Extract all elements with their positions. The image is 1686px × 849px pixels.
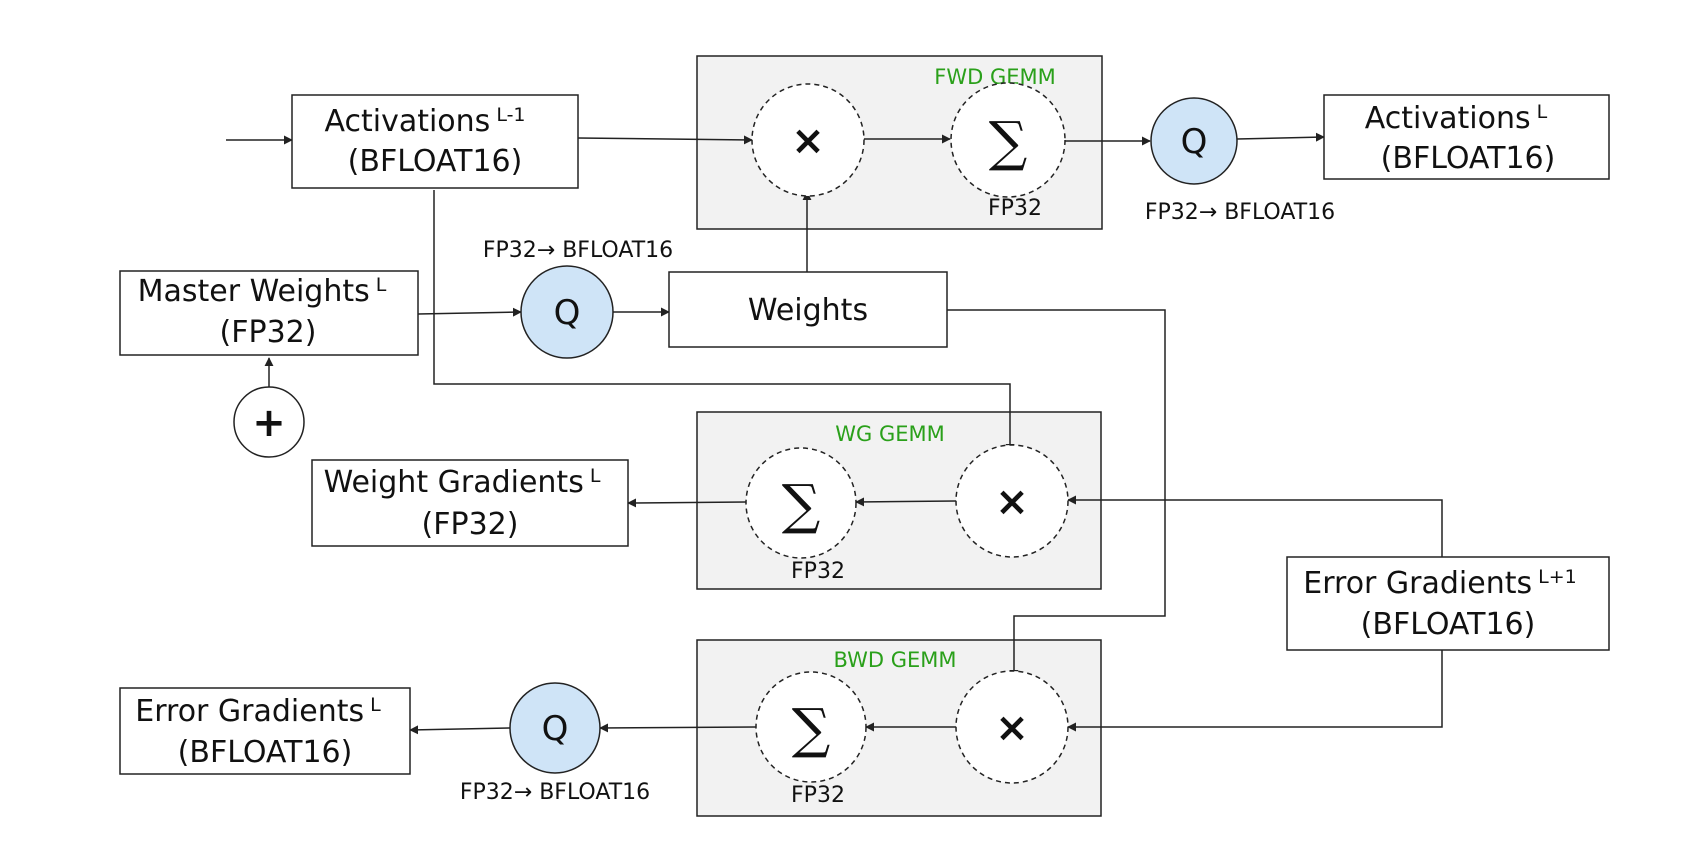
bwd-sum-node: ∑ FP32 [755,671,867,808]
error-gradients-out-sub: (BFLOAT16) [178,735,353,770]
errgrad-to-wg-mul [1067,495,1443,557]
error-gradients-in-sub: (BFLOAT16) [1361,607,1536,642]
bwd-gemm-title: BWD GEMM [833,648,956,672]
activations-in-sub: (BFLOAT16) [348,144,523,179]
bwd-sum-to-q [599,723,757,733]
fwd-precision: FP32 [988,196,1042,221]
fwd-conversion-label: FP32→ BFLOAT16 [1145,200,1335,225]
connectors [226,132,1443,735]
bwd-conversion-label: FP32→ BFLOAT16 [460,780,650,805]
error-gradients-in-title: Error Gradients [1303,566,1532,601]
quantize-icon: Q [1181,122,1208,162]
master-weights-title: Master Weights [138,274,370,309]
wg-precision: FP32 [791,559,845,584]
sum-icon: ∑ [782,473,821,536]
bwd-precision: FP32 [791,783,845,808]
wg-multiply-node: × [955,444,1069,558]
error-gradients-out-box: Error Gradients L (BFLOAT16) [119,687,411,775]
master-weights-sup: L [376,274,387,296]
multiply-icon: × [995,705,1029,751]
weight-gradients-sub: (FP32) [422,507,519,542]
wg-gemm-title: WG GEMM [835,422,945,446]
activations-in-box: Activations L-1 (BFLOAT16) [291,94,579,189]
weight-gradients-sup: L [590,465,601,487]
activations-out-sub: (BFLOAT16) [1381,141,1556,176]
activations-out-box: Activations L (BFLOAT16) [1323,94,1610,180]
activations-in-sup: L-1 [496,104,525,126]
bwd-multiply-node: × [955,670,1069,784]
error-gradients-in-sup: L+1 [1538,566,1577,588]
activations-to-wg-mul [433,190,1015,453]
activations-out-title: Activations [1365,101,1531,136]
activations-to-mul [577,135,753,145]
fwd-multiply-node: × [751,83,865,197]
wg-sum-to-weight-gradients [627,498,747,508]
multiply-icon: × [995,479,1029,525]
weights-quantize-node: Q [520,265,614,359]
activations-in-title: Activations [324,104,490,139]
error-gradients-out-title: Error Gradients [135,694,364,729]
master-weights-sub: (FP32) [220,315,317,350]
add-node: + [233,386,305,458]
weights-conversion-label: FP32→ BFLOAT16 [483,238,673,263]
plus-icon: + [252,400,286,446]
activations-out-sup: L [1537,101,1548,123]
weights-title: Weights [748,293,868,328]
fwd-sum-node: ∑ FP32 [950,82,1066,221]
error-gradients-out-sup: L [370,694,381,716]
quantize-icon: Q [542,709,569,749]
master-weights-box: Master Weights L (FP32) [119,270,419,356]
weight-gradients-title: Weight Gradients [324,465,584,500]
bwd-quantize-node: Q [509,682,601,774]
multiply-icon: × [791,118,825,164]
error-gradients-in-box: Error Gradients L+1 (BFLOAT16) [1286,556,1610,651]
wg-sum-node: ∑ FP32 [745,447,857,584]
q-to-error-gradients-out [409,725,511,735]
q-to-activations-out [1236,132,1325,142]
master-to-q [417,307,522,317]
fwd-quantize-node: Q [1150,97,1238,185]
weights-to-bwd-mul [947,309,1166,679]
sum-icon: ∑ [792,697,831,760]
weights-box: Weights [668,271,948,348]
sum-icon: ∑ [989,110,1028,173]
weight-gradients-box: Weight Gradients L (FP32) [311,459,629,547]
errgrad-to-bwd-mul [1067,650,1443,732]
wg-mul-to-sum [855,497,957,507]
quantize-icon: Q [554,293,581,333]
